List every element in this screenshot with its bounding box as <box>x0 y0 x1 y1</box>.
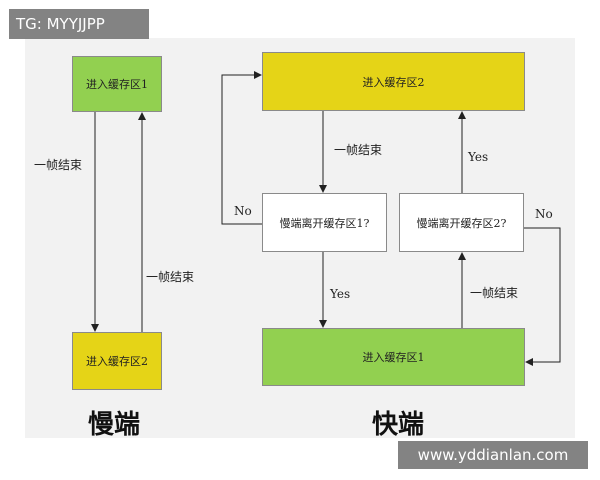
slow-frame-end-up-label: 一帧结束 <box>146 270 195 284</box>
slow-buffer1-label: 进入缓存区1 <box>86 78 148 91</box>
yes-left-label: Yes <box>330 287 351 301</box>
fast-side-title: 快端 <box>372 410 425 440</box>
fast-buffer1-label: 进入缓存区1 <box>362 351 425 364</box>
fast-buffer2-label: 进入缓存区2 <box>362 75 425 89</box>
decision-left-label: 慢端离开缓存区1? <box>279 216 370 230</box>
fast-buffer2-box: 进入缓存区2 <box>262 52 525 111</box>
yes-right-label: Yes <box>468 150 489 164</box>
decision-slow-left-buffer1: 慢端离开缓存区1? <box>262 193 387 252</box>
decision-right-label: 慢端离开缓存区2? <box>416 216 507 230</box>
watermark-bottom-right: www.yddianlan.com <box>398 441 588 469</box>
arrow-decision-right-no <box>524 227 561 366</box>
decision-slow-left-buffer2: 慢端离开缓存区2? <box>399 193 524 252</box>
arrow-decision-left-no <box>221 71 262 225</box>
slow-frame-end-down-label: 一帧结束 <box>34 158 83 172</box>
slow-buffer1-box: 进入缓存区1 <box>72 56 162 112</box>
fast-frame-end-bottom-label: 一帧结束 <box>470 286 519 300</box>
slow-buffer2-box: 进入缓存区2 <box>72 332 162 390</box>
no-left-label: No <box>234 204 252 218</box>
fast-buffer1-box: 进入缓存区1 <box>262 328 525 386</box>
fast-frame-end-top-label: 一帧结束 <box>334 143 383 157</box>
slow-side-title: 慢端 <box>88 410 141 440</box>
no-right-label: No <box>535 207 553 221</box>
watermark-top-left: TG: MYYJJPP <box>9 9 149 39</box>
slow-buffer2-label: 进入缓存区2 <box>86 355 148 368</box>
